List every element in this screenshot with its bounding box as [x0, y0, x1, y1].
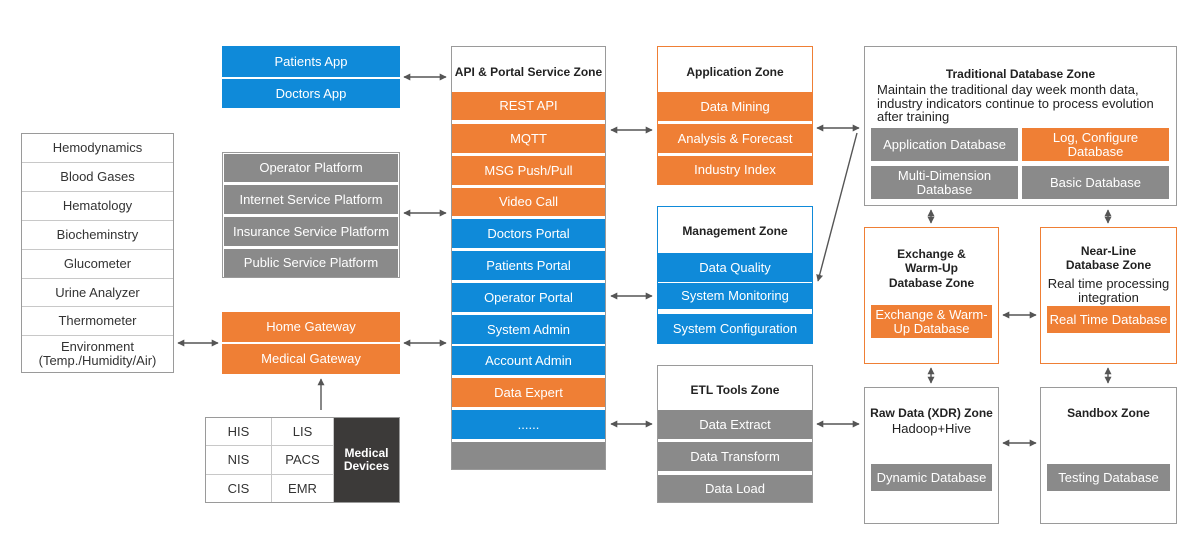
zone-description: Hadoop+Hive: [891, 421, 972, 436]
application-item: Industry Index: [658, 156, 812, 184]
traditional-db-item: Log, Configure Database: [1022, 128, 1169, 161]
data-source-item: Thermometer: [22, 307, 173, 336]
traditional-database-zone: Traditional Database Zone Maintain the t…: [864, 46, 1177, 206]
data-source-item: Hematology: [22, 192, 173, 221]
platform-operator: Operator Platform: [224, 154, 398, 182]
medical-devices: Medical Devices: [334, 418, 399, 502]
medical-gateway: Medical Gateway: [222, 344, 400, 374]
api-item: Doctors Portal: [452, 219, 605, 248]
dynamic-database: Dynamic Database: [871, 464, 992, 491]
zone-title: API & Portal Service Zone: [454, 65, 603, 79]
api-item: Patients Portal: [452, 251, 605, 280]
testing-database: Testing Database: [1047, 464, 1170, 491]
data-source-item: Environment (Temp./Humidity/Air): [32, 336, 163, 372]
api-item: Operator Portal: [452, 283, 605, 312]
zone-title: Application Zone: [686, 65, 784, 79]
data-sources-list: Hemodynamics Blood Gases Hematology Bioc…: [21, 133, 174, 373]
zone-title: Traditional Database Zone: [945, 67, 1096, 81]
zone-title: ETL Tools Zone: [690, 383, 780, 397]
api-item: MQTT: [452, 124, 605, 153]
real-time-database: Real Time Database: [1047, 306, 1170, 333]
api-item: System Admin: [452, 315, 605, 344]
etl-tools-zone: ETL Tools Zone Data Extract Data Transfo…: [657, 365, 813, 503]
platform-public-service: Public Service Platform: [224, 249, 398, 277]
management-item: System Configuration: [658, 314, 812, 343]
system-emr: EMR: [272, 475, 334, 502]
application-item: Data Mining: [658, 92, 812, 121]
management-item: Data Quality: [658, 253, 812, 282]
system-pacs: PACS: [272, 446, 334, 475]
application-zone: Application Zone Data Mining Analysis & …: [657, 46, 813, 185]
api-item: MSG Push/Pull: [452, 156, 605, 185]
traditional-db-item: Basic Database: [1022, 166, 1169, 199]
data-source-item: Blood Gases: [22, 163, 173, 192]
api-item: Video Call: [452, 188, 605, 216]
raw-data-zone: Raw Data (XDR) Zone Hadoop+Hive Dynamic …: [864, 387, 999, 524]
data-source-item: Glucometer: [22, 250, 173, 279]
exchange-warmup-database: Exchange & Warm-Up Database: [871, 305, 992, 338]
exchange-warmup-zone: Exchange & Warm-Up Database Zone Exchang…: [864, 227, 999, 364]
zone-description: Maintain the traditional day week month …: [877, 82, 1154, 125]
traditional-db-item: Application Database: [871, 128, 1018, 161]
api-portal-zone: API & Portal Service Zone REST API MQTT …: [451, 46, 606, 470]
patients-app: Patients App: [222, 46, 400, 77]
api-item: Account Admin: [452, 346, 605, 375]
doctors-app: Doctors App: [222, 79, 400, 108]
api-item: REST API: [452, 92, 605, 120]
data-source-item: Urine Analyzer: [22, 279, 173, 307]
systems-grid: HIS LIS NIS PACS CIS EMR Medical Devices: [205, 417, 400, 503]
zone-description: Real time processing integration: [1047, 276, 1170, 305]
zone-title: Exchange & Warm-Up Database Zone: [888, 247, 975, 290]
system-cis: CIS: [206, 475, 272, 502]
application-item: Analysis & Forecast: [658, 124, 812, 153]
system-nis: NIS: [206, 446, 272, 475]
data-source-item: Biocheminstry: [22, 221, 173, 250]
sandbox-zone: Sandbox Zone Testing Database: [1040, 387, 1177, 524]
platforms-group: Operator Platform Internet Service Platf…: [222, 152, 400, 278]
management-zone: Management Zone Data Quality System Moni…: [657, 206, 813, 344]
zone-title: Management Zone: [682, 224, 788, 238]
etl-item: Data Extract: [658, 410, 812, 439]
near-line-database-zone: Near-Line Database Zone Real time proces…: [1040, 227, 1177, 364]
zone-title: Sandbox Zone: [1067, 406, 1150, 420]
etl-item: Data Load: [658, 475, 812, 502]
api-item: Data Expert: [452, 378, 605, 407]
arrow-traditional-management: [816, 132, 858, 282]
system-lis: LIS: [272, 418, 334, 446]
api-footer: [452, 442, 605, 469]
system-his: HIS: [206, 418, 272, 446]
etl-item: Data Transform: [658, 442, 812, 471]
home-gateway: Home Gateway: [222, 312, 400, 342]
zone-title: Raw Data (XDR) Zone: [870, 406, 993, 420]
platform-insurance-service: Insurance Service Platform: [224, 217, 398, 246]
api-item-more: ......: [452, 410, 605, 439]
data-source-item: Hemodynamics: [22, 134, 173, 163]
traditional-db-item: Multi-Dimension Database: [871, 166, 1018, 199]
platform-internet-service: Internet Service Platform: [224, 185, 398, 214]
zone-title: Near-Line Database Zone: [1065, 244, 1152, 273]
management-item: System Monitoring: [658, 283, 812, 309]
